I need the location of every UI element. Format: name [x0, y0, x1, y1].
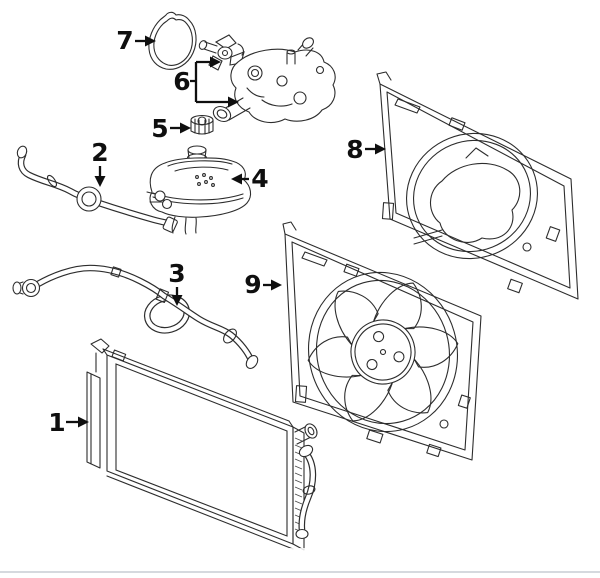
callout-8: 8 — [346, 135, 386, 164]
callout-1-number: 1 — [48, 408, 65, 437]
callout-3-number: 3 — [168, 259, 185, 288]
callout-1: 1 — [48, 408, 89, 437]
callout-6-bracket — [190, 60, 229, 104]
water-pump-gasket-drawing — [148, 11, 197, 70]
callout-2: 2 — [91, 138, 109, 187]
bottom-divider — [0, 571, 600, 573]
callout-6-number: 6 — [173, 67, 190, 96]
callout-9-number: 9 — [244, 270, 261, 299]
callout-9: 9 — [244, 270, 282, 299]
fan-shroud-drawing — [376, 71, 579, 300]
expansion-tank-drawing — [146, 145, 252, 235]
caption-band: PART CAN BE FOUND AS REFERENCE #7 IN ILL… — [0, 548, 600, 578]
callout-3: 3 — [168, 259, 186, 306]
callout-5: 5 — [151, 114, 191, 143]
callout-6: 6 — [173, 56, 239, 108]
cooling-fan — [307, 271, 459, 433]
cooling-fan-assembly-drawing — [282, 221, 482, 461]
reservoir-cap-drawing — [190, 114, 214, 135]
callout-4: 4 — [231, 164, 269, 193]
callout-8-number: 8 — [346, 135, 363, 164]
callout-4-number: 4 — [251, 164, 268, 193]
callout-7-number: 7 — [116, 26, 133, 55]
thermostat-housing-drawing — [198, 34, 336, 124]
callout-5-number: 5 — [151, 114, 168, 143]
radiator-drawing — [86, 338, 318, 551]
callout-7: 7 — [116, 26, 156, 55]
callout-2-number: 2 — [91, 138, 108, 167]
coolant-hose-assembly-drawing — [12, 264, 259, 369]
